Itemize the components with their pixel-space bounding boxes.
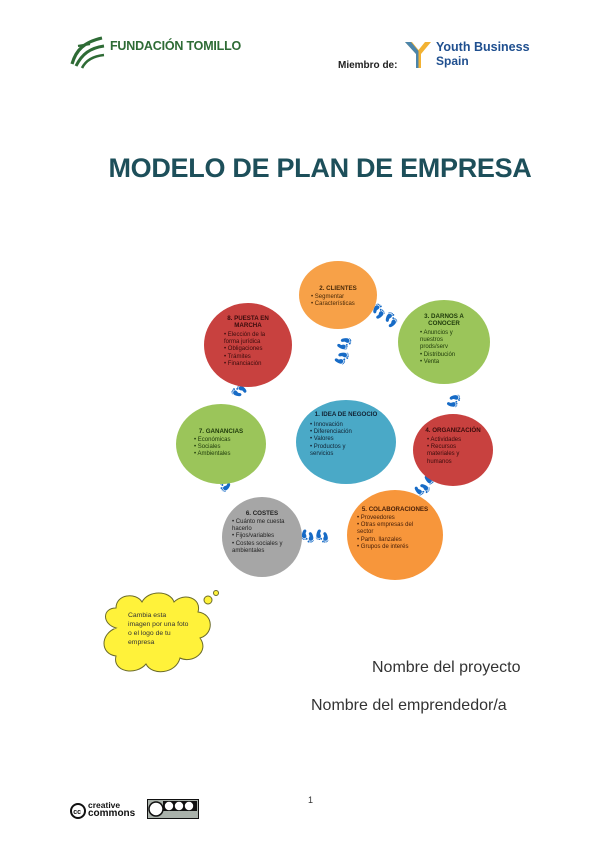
svg-text:cc: cc <box>73 809 81 816</box>
footsteps-icon: 👣👣 <box>300 529 330 543</box>
cc-line2: commons <box>88 808 136 819</box>
node-item: Segmentar <box>311 294 355 301</box>
node-item: Cuánto me cuesta hacerlo <box>232 519 292 533</box>
diagram-node-organizacion: 4. ORGANIZACIÓN Actividades Recursos mat… <box>413 414 493 486</box>
page-number: 1 <box>308 795 314 805</box>
node-item: Ambientales <box>194 451 230 458</box>
node-item: Grupos de interés <box>357 544 427 551</box>
cc-by-nc-sa-icon <box>147 799 199 819</box>
diagram-node-colaboraciones: 5. COLABORACIONES Proveedores Otras empr… <box>347 490 443 580</box>
node-item: Proveedores <box>357 515 427 522</box>
footsteps-icon: 👣👣 <box>333 335 353 367</box>
diagram-node-puesta-en-marcha: 8. PUESTA EN MARCHA Elección de la forma… <box>204 303 292 387</box>
diagram-node-clientes: 2. CLIENTES Segmentar Características <box>299 261 377 329</box>
cc-line1: creative <box>88 800 121 810</box>
node-title: 3. DARNOS A CONOCER <box>424 313 464 327</box>
node-item: Características <box>311 301 355 308</box>
cc-license-badge <box>147 799 199 819</box>
node-item: Valores <box>310 436 356 443</box>
footsteps-icon: 👣 <box>446 393 461 409</box>
node-item: Innovación <box>310 422 356 429</box>
node-title: 4. ORGANIZACIÓN <box>425 427 481 434</box>
node-item: Partn. llanzales <box>357 537 427 544</box>
ybs-line1: Youth Business <box>436 40 530 54</box>
node-title: 2. CLIENTES <box>319 285 357 292</box>
node-item: Venta <box>420 359 472 366</box>
cloud-callout-shape <box>103 590 219 673</box>
tomillo-label: FUNDACIÓN TOMILLO <box>110 39 242 53</box>
fundacion-tomillo-logo: FUNDACIÓN TOMILLO <box>68 34 243 70</box>
diagram-node-costes: 6. COSTES Cuánto me cuesta hacerlo Fijos… <box>222 497 302 577</box>
node-item: Otras empresas del sector <box>357 522 427 536</box>
node-item: Diferenciación <box>310 429 356 436</box>
entrepreneur-name[interactable]: Nombre del emprendedor/a <box>311 697 507 714</box>
node-item: Obligaciones <box>224 346 280 353</box>
creative-commons-logo: cc creative commons <box>70 801 140 821</box>
node-title: 5. COLABORACIONES <box>361 506 429 513</box>
node-item: Distribución <box>420 352 472 359</box>
node-item: Trámites <box>224 354 280 361</box>
ybs-line2: Spain <box>436 54 469 68</box>
node-title: 6. COSTES <box>245 510 279 517</box>
node-item: Productos y servicios <box>310 444 356 458</box>
diagram-center-idea: 1. IDEA DE NEGOCIO Innovación Diferencia… <box>296 400 396 484</box>
node-item: Anuncios y nuestros prods/serv <box>420 330 472 352</box>
project-name[interactable]: Nombre del proyecto <box>372 659 521 676</box>
node-item: Fijos/variables <box>232 533 292 540</box>
cc-icon: cc <box>70 803 86 819</box>
document-title: MODELO DE PLAN DE EMPRESA <box>108 153 532 183</box>
diagram-node-darnos-a-conocer: 3. DARNOS A CONOCER Anuncios y nuestros … <box>398 300 490 384</box>
tomillo-emblem-icon <box>70 36 105 69</box>
node-item: Recursos materiales y humanos <box>427 444 481 466</box>
node-item: Sociales <box>194 444 230 451</box>
node-item: Costes sociales y ambientales <box>232 541 292 555</box>
diagram-node-ganancias: 7. GANANCIAS Económicas Sociales Ambient… <box>176 404 266 484</box>
member-label: Miembro de: <box>338 60 398 71</box>
node-item: Financiación <box>224 361 280 368</box>
node-item: Actividades <box>427 437 481 444</box>
ybs-y-icon <box>405 42 431 68</box>
youth-business-spain-logo: Youth Business Spain <box>403 40 553 72</box>
node-item: Elección de la forma jurídica <box>224 332 280 346</box>
node-title: 1. IDEA DE NEGOCIO <box>314 411 378 418</box>
node-title: 8. PUESTA EN MARCHA <box>227 315 269 329</box>
node-title: 7. GANANCIAS <box>198 428 244 435</box>
node-item: Económicas <box>194 437 231 444</box>
cloud-note-text: Cambia esta imagen por una foto o el log… <box>128 612 189 646</box>
